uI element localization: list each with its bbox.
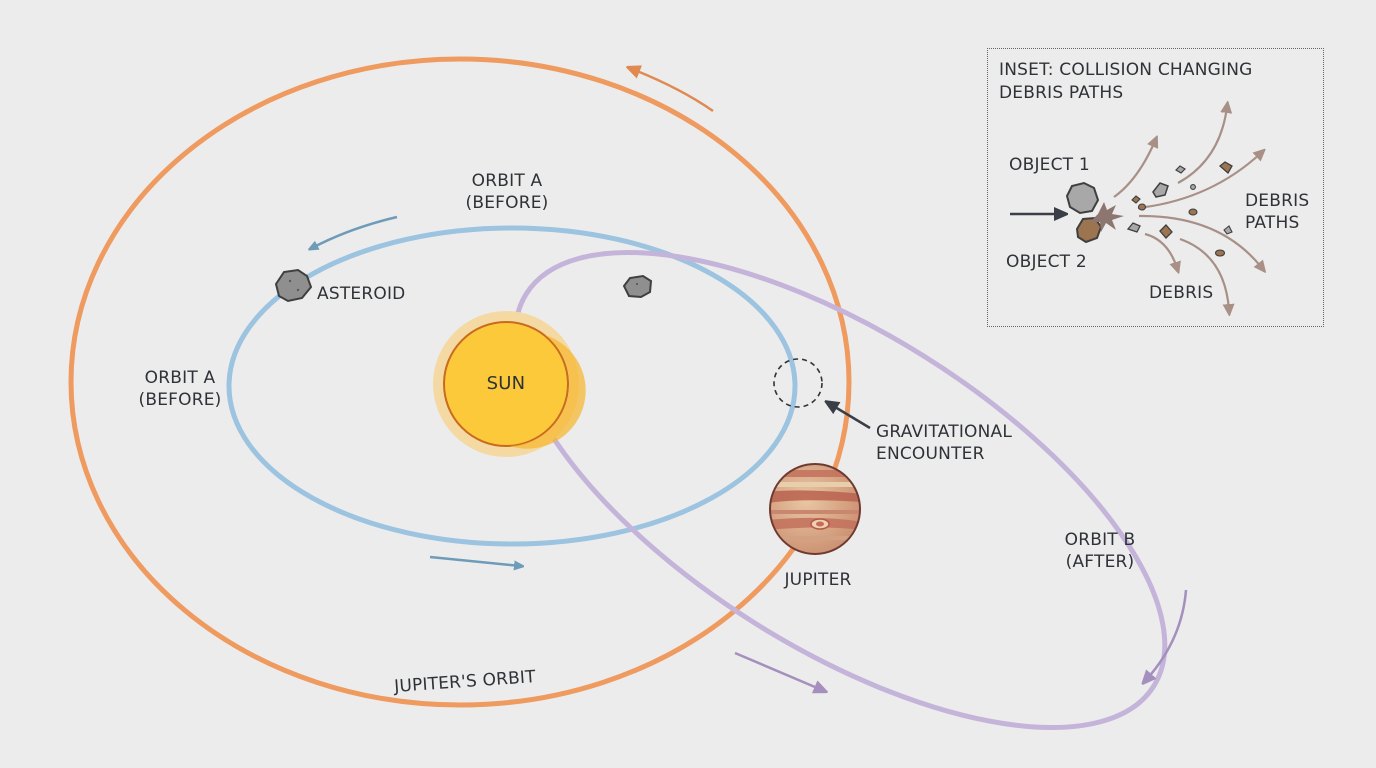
orbit-a-direction-arrow-bottom <box>429 555 520 566</box>
label-line: PATHS <box>1245 213 1300 233</box>
orbit-a-direction-arrow-top <box>312 215 398 248</box>
jupiter-label: JUPITER <box>784 570 852 590</box>
gravitational-encounter-marker <box>773 358 823 408</box>
label-line: GRAVITATIONAL <box>876 422 1013 442</box>
asteroid-label: ASTEROID <box>317 284 406 304</box>
gravitational-encounter-pointer-arrow <box>830 404 871 430</box>
sun-label: SUN <box>486 373 526 394</box>
object-2-label: OBJECT 2 <box>1006 252 1087 272</box>
label-line: (BEFORE) <box>138 390 222 410</box>
label-line: ENCOUNTER <box>876 444 985 464</box>
orbit-b-label: ORBIT B (AFTER) <box>1050 529 1150 573</box>
sun <box>433 311 586 457</box>
orbit-b-direction-arrow-right <box>1146 589 1188 680</box>
object-2-icon <box>1075 216 1103 244</box>
jupiter-orbit-direction-arrow <box>632 69 714 113</box>
inset-title: INSET: COLLISION CHANGING DEBRIS PATHS <box>999 60 1253 103</box>
inset-panel: INSET: COLLISION CHANGING DEBRIS PATHS <box>987 48 1324 327</box>
gravitational-encounter-label: GRAVITATIONAL ENCOUNTER <box>876 421 1012 465</box>
object-1-label: OBJECT 1 <box>1009 155 1090 175</box>
orbit-b-after <box>512 250 1168 730</box>
jupiter-orbit <box>68 56 852 708</box>
label-line: ORBIT B <box>1064 530 1136 550</box>
label-line: ORBIT A <box>471 171 543 191</box>
asteroid-on-orbit-b-icon <box>622 274 653 299</box>
object-1-icon <box>1065 181 1100 215</box>
debris-label: DEBRIS <box>1149 283 1214 303</box>
label-line: (BEFORE) <box>465 193 549 213</box>
debris-paths-label: DEBRIS PATHS <box>1245 190 1309 234</box>
inset-collision-drawing <box>1010 107 1262 310</box>
orbit-a-left-label: ORBIT A (BEFORE) <box>120 367 240 411</box>
label-line: (AFTER) <box>1065 552 1135 572</box>
label-line: DEBRIS <box>1245 191 1310 211</box>
label-line: ORBIT A <box>144 368 216 388</box>
orbit-a-before <box>226 225 798 547</box>
collision-burst-icon <box>1090 202 1124 232</box>
jupiter-planet <box>769 463 861 555</box>
orbit-b-direction-arrow-bottom <box>734 651 822 690</box>
orbit-a-top-label: ORBIT A (BEFORE) <box>447 170 567 214</box>
asteroid-icon <box>274 268 313 303</box>
